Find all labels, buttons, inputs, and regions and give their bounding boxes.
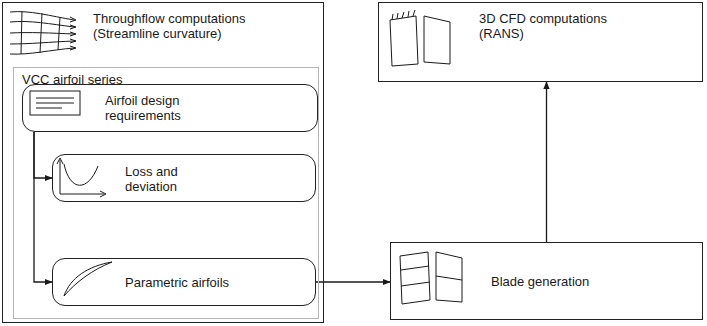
flow-arrow <box>316 281 390 282</box>
process-box: 3D CFD computations (RANS) <box>378 2 703 82</box>
streamline-icon <box>10 11 76 54</box>
process-box: Airfoil design requirements <box>22 84 318 132</box>
process-box: Loss and deviation <box>52 154 316 202</box>
node-label: Throughflow computations (Streamline cur… <box>93 11 268 41</box>
loss-curve-icon <box>57 158 106 197</box>
blade-icon <box>400 252 462 304</box>
airfoil-icon <box>64 262 112 296</box>
document-icon <box>30 91 80 115</box>
node-label: Parametric airfoils <box>125 275 229 290</box>
cfd-blade-icon <box>390 10 450 66</box>
flow-arrow <box>34 132 52 178</box>
process-group-box: Throughflow computations (Streamline cur… <box>2 2 324 323</box>
node-label: Loss and deviation <box>125 164 215 194</box>
process-box: Parametric airfoils <box>52 258 316 306</box>
process-box: Blade generation <box>390 242 703 320</box>
node-label: Blade generation <box>491 274 589 289</box>
series-group-box: VCC airfoil seriesAirfoil design require… <box>13 67 319 319</box>
node-label: 3D CFD computations (RANS) <box>479 11 629 41</box>
flow-arrow <box>34 132 52 282</box>
flow-arrow <box>546 82 547 242</box>
node-label: Airfoil design requirements <box>105 93 215 123</box>
